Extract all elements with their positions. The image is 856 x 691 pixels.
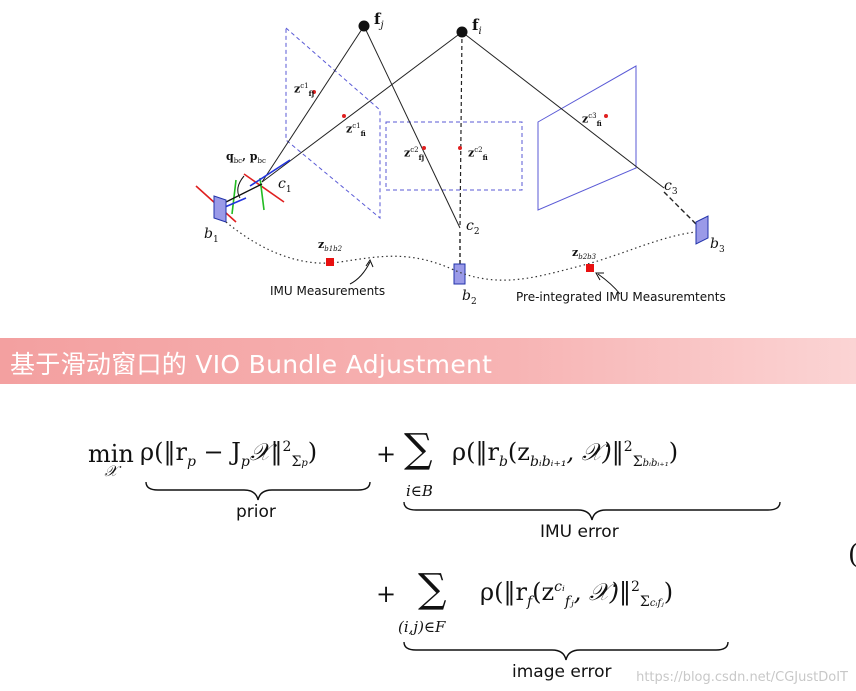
body-b3-label: b3 [710,236,725,255]
prior-underbrace [145,481,371,501]
imu-error-caption: IMU error [540,522,619,542]
meas-z1j-label: zc1fj [294,82,315,98]
feature-fj-label: fj [374,10,384,31]
sum-image-symbol: ∑ [418,566,447,612]
sum-image-index: (i,j)∈F [398,618,446,636]
image-term: ρ(‖rf(zcᵢfⱼ, 𝒳)‖2Σcᵢfⱼ) [480,578,674,610]
plus-sign-2: + [376,580,397,608]
diagram-svg [195,20,709,295]
body-b2-label: b2 [462,288,477,307]
vio-diagram: fj fi zc1fj zc1fi zc2fj zc2fi zc3fi qbc,… [0,0,856,330]
meas-z2i-label: zc2fi [468,146,488,162]
camera-c3-label: c3 [664,178,678,197]
image-plane-c2 [385,121,523,191]
imu-underbrace [403,501,781,521]
ray-c1-fj [261,25,365,183]
extrinsic-link [221,183,263,205]
sum-imu-symbol: ∑ [404,426,433,472]
meas-z1i-label: zc1fi [346,122,366,138]
prior-caption: prior [236,502,276,522]
body-b2-rect [453,263,466,285]
link-c3-b3 [663,191,701,229]
axis-c1-blue [249,159,291,187]
body-b3-rect [695,215,709,245]
camera-c1-label: c1 [278,176,292,195]
extrinsic-label: qbc, pbc [226,150,266,166]
image-underbrace [403,641,729,661]
preint-marker-12 [326,258,334,266]
feature-fi-dot [456,26,468,38]
axis-b1-green [231,179,237,215]
imu-label-arrowhead [365,258,374,268]
preint-z12-label: zb1b2 [318,238,343,254]
meas-z2j-label: zc2fj [404,146,425,162]
min-operator: min 𝒳 [88,440,134,480]
side-paren: ( [848,540,856,570]
axis-c1-red [243,173,285,203]
body-b1-rect [213,195,227,223]
imu-measurements-caption: IMU Measurements [270,284,386,298]
section-banner: 基于滑动窗口的 VIO Bundle Adjustment [0,338,856,384]
preint-z23-label: zb2b3 [572,246,597,262]
sum-imu-index: i∈B [406,482,433,500]
imu-label-arrow [349,261,371,285]
image-plane-c3 [537,65,637,211]
plus-sign-1: + [376,440,397,468]
ray-fi-c3 [461,31,665,189]
axis-c1-green [259,177,265,211]
meas-dot-1i [342,114,346,118]
section-title: 基于滑动窗口的 VIO Bundle Adjustment [10,350,493,379]
imu-trajectory [225,221,697,281]
image-plane-c1 [285,26,381,220]
preint-label-arrowhead [595,272,604,281]
ray-c1-fi [261,31,463,183]
ray-fi-c2 [459,31,463,229]
meas-dot-3i [604,114,608,118]
image-error-caption: image error [512,662,612,682]
feature-fi-label: fi [472,16,482,37]
camera-c2-label: c2 [466,218,480,237]
feature-fj-dot [358,20,370,32]
preint-marker-23 [586,264,594,272]
imu-term: ρ(‖rb(zbᵢbᵢ₊₁, 𝒳)‖2Σbᵢbᵢ₊₁) [452,438,679,470]
ray-fj-c2 [363,25,461,229]
watermark: https://blog.csdn.net/CGJustDoIT [636,670,848,685]
meas-dot-2j [422,146,426,150]
body-b1-label: b1 [204,226,219,245]
extrinsic-arrow [237,175,245,199]
meas-z3i-label: zc3fi [582,112,602,128]
meas-dot-1j [312,90,316,94]
meas-dot-2i [458,146,462,150]
prior-term: ρ(‖rp − Jp𝒳‖2Σp) [140,438,318,470]
preint-measurements-caption: Pre-integrated IMU Measuremtents [516,290,726,304]
preint-label-arrow [597,273,621,295]
